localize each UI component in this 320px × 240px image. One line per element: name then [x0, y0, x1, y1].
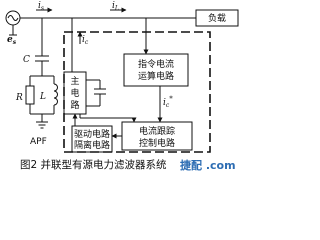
reference-calc-block	[123, 53, 189, 87]
apf-diagram: es is iL ic ic* C L R APF 负载 主 电 路 指令电流 …	[5, 1, 239, 172]
resistor-label: R	[15, 93, 23, 103]
drive-isolation-label-1: 驱动电路	[74, 128, 110, 140]
tracking-control-label-2: 控制电路	[139, 137, 175, 149]
inductor-label: L	[39, 92, 46, 102]
capacitor-label: C	[23, 55, 30, 65]
inductor-icon	[53, 83, 58, 106]
resistor-icon	[25, 85, 35, 105]
figure-caption: 图2 并联型有源电力滤波器系统	[20, 158, 167, 171]
load-block-label: 负载	[208, 12, 226, 24]
main-circuit-label-2: 电	[70, 87, 79, 99]
drive-isolation-block	[71, 125, 113, 153]
source-current-label: is	[38, 1, 44, 12]
main-circuit-label-3: 路	[70, 99, 79, 111]
apf-label: APF	[30, 137, 47, 147]
ref-current-label: ic*	[163, 95, 173, 109]
source-voltage-label: es	[7, 35, 17, 46]
comp-current-label: ic	[82, 35, 89, 46]
reference-calc-label-1: 指令电流	[138, 58, 174, 70]
main-circuit-label-1: 主	[70, 75, 79, 87]
load-current-label: iL	[112, 1, 119, 12]
sine-wave-icon	[7, 15, 19, 21]
watermark: 捷配 .com	[180, 158, 236, 172]
drive-isolation-label-2: 隔离电路	[74, 139, 110, 151]
load-block	[195, 9, 239, 27]
reference-calc-label-2: 运算电路	[138, 70, 174, 82]
tracking-control-label-1: 电流跟踪	[139, 125, 175, 137]
